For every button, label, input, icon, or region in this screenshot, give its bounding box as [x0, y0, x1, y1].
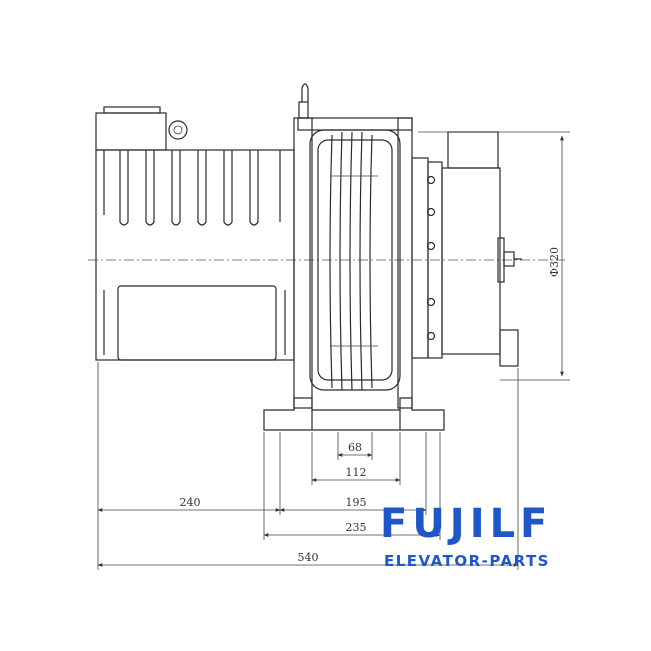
dim-235-label: 235 — [346, 521, 367, 534]
dim-112-label: 112 — [346, 466, 367, 479]
dim-240-label: 240 — [180, 496, 201, 509]
base — [263, 397, 445, 431]
brand-name: FUJILF — [380, 501, 553, 547]
dim-68-label: 68 — [348, 441, 362, 454]
diameter-dimension: Φ320 — [418, 131, 570, 381]
brake-housing — [411, 131, 522, 367]
brand-watermark: FUJILF ELEVATOR-PARTS — [380, 502, 600, 570]
dim-540: 540 — [97, 551, 519, 567]
dim-195-240: 240 195 — [97, 496, 427, 512]
dim-68: 68 — [337, 441, 373, 457]
dim-195-label: 195 — [346, 496, 367, 509]
dim-112: 112 — [311, 466, 401, 482]
brand-tagline: ELEVATOR-PARTS — [384, 552, 550, 570]
dim-235: 235 — [263, 521, 441, 537]
dim-540-label: 540 — [298, 551, 319, 564]
traction-sheave — [309, 129, 401, 391]
extension-lines — [97, 362, 519, 570]
diameter-label: Φ320 — [548, 247, 561, 277]
cooling-fins — [103, 150, 281, 226]
motor-body — [95, 106, 295, 361]
